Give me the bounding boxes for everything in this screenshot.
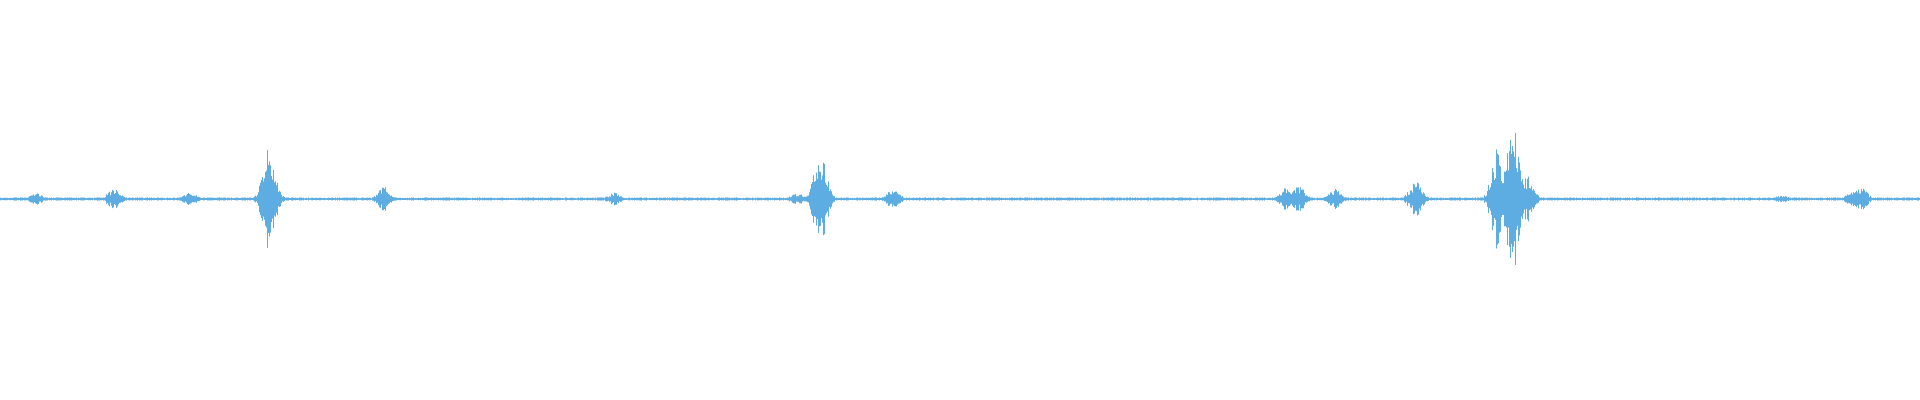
waveform-trace [0,133,1920,265]
